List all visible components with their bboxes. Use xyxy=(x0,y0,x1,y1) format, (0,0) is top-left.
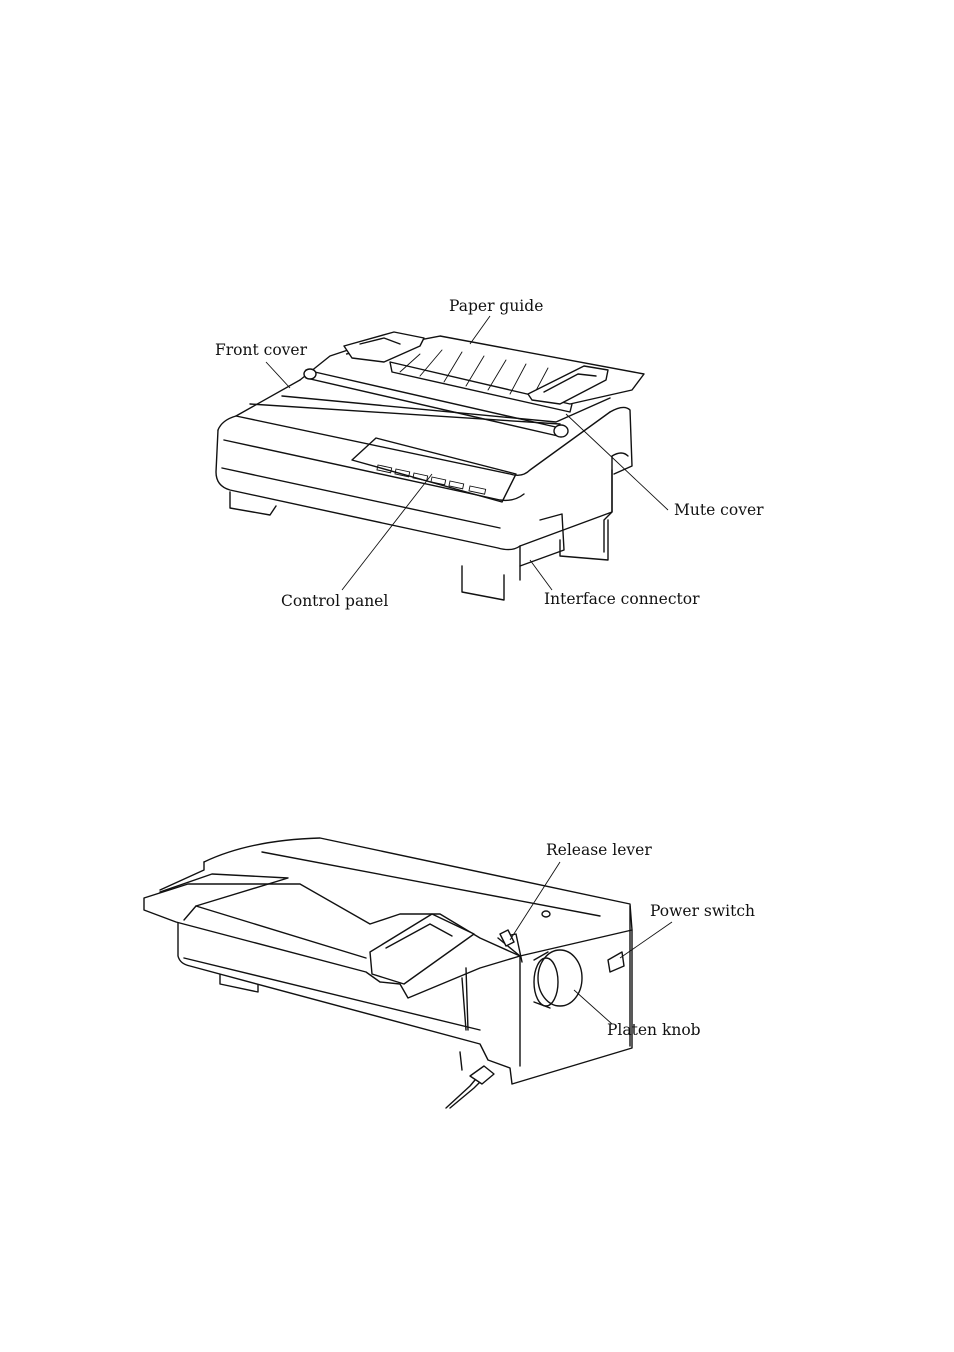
mute-cover-label: Mute cover xyxy=(674,501,764,519)
front-cover-label: Front cover xyxy=(215,341,307,359)
release-lever-label: Release lever xyxy=(546,841,652,859)
paper-guide-label: Paper guide xyxy=(449,297,544,315)
platen-knob-label: Platen knob xyxy=(607,1021,701,1039)
power-switch-label: Power switch xyxy=(650,902,755,920)
control-panel-label: Control panel xyxy=(281,592,389,610)
interface-connector-label: Interface connector xyxy=(544,590,700,608)
